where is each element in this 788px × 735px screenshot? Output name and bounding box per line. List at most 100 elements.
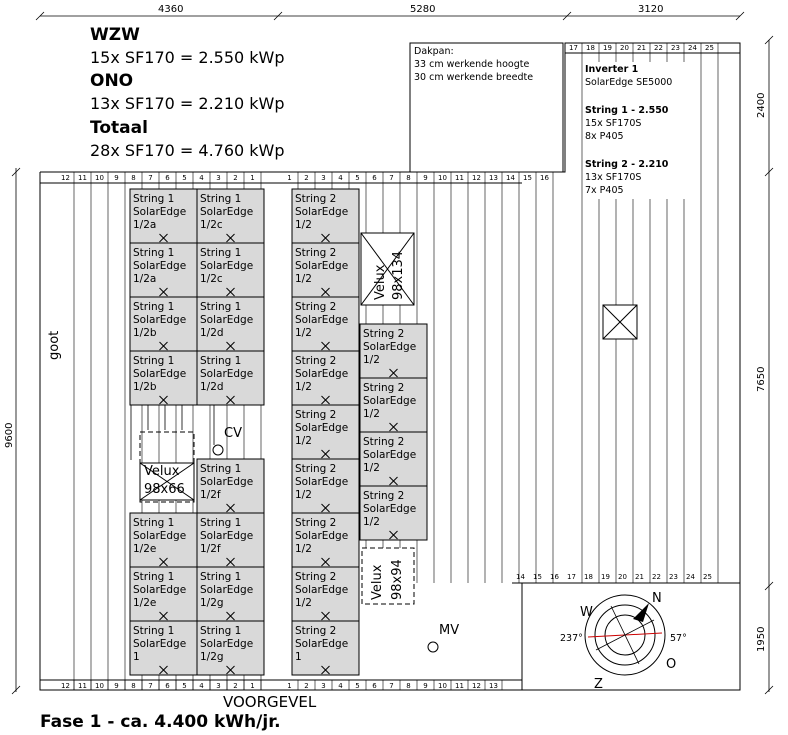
rafter-right-mid-number: 24: [686, 573, 695, 581]
rafter-left-number: 11: [78, 174, 87, 182]
panel-string1-text: SolarEdge: [200, 206, 253, 218]
panel-string1-text: SolarEdge: [200, 260, 253, 272]
panel-string2-text: String 2: [295, 517, 336, 529]
rafter-mid-number: 15: [523, 174, 532, 182]
panel-string2-text: SolarEdge: [295, 584, 348, 596]
rafter-left-bottom-number: 12: [61, 682, 70, 690]
rafter-mid-bottom-number: 5: [355, 682, 359, 690]
panel-string2-rect: [291, 296, 360, 352]
rafter-right-mid-number: 25: [703, 573, 712, 581]
rafter-left-number: 9: [114, 174, 118, 182]
panel-string1-text: 1/2c: [200, 219, 223, 231]
panel-string1-text: 1/2g: [200, 651, 224, 663]
panel-string1-text: String 1: [133, 193, 174, 205]
panel-string1-text: 1/2d: [200, 381, 224, 393]
rafter-mid-bottom-number: 6: [372, 682, 377, 690]
mv-label: MV: [439, 623, 459, 638]
dakpan-line1: 33 cm werkende hoogte: [414, 59, 529, 70]
rafter-mid-number: 9: [423, 174, 427, 182]
panel-string1-text: String 1: [200, 517, 241, 529]
panel-string2-optimizer: [321, 233, 330, 243]
rafter-mid-bottom-number: 4: [338, 682, 343, 690]
velux-bottom-size: 98x94: [390, 559, 405, 600]
total-title: Totaal: [90, 118, 148, 138]
panel-string2-optimizer: [389, 368, 398, 378]
panel-string2-rect: [291, 620, 360, 676]
panel-string2-optimizer: [321, 395, 330, 405]
panel-string1-optimizer: [226, 233, 235, 243]
panel-string1-text: String 1: [200, 247, 241, 259]
panel-string1-text: String 1: [200, 193, 241, 205]
rafter-mid-number: 5: [355, 174, 359, 182]
compass-angle-right: 57°: [670, 633, 687, 644]
panel-string2-text: 1/2: [295, 543, 312, 555]
rafter-mid-number: 14: [506, 174, 515, 182]
panel-string2-text: String 2: [295, 409, 336, 421]
rafter-left-number: 5: [182, 174, 186, 182]
panel-string2-text: SolarEdge: [363, 503, 416, 515]
rafter-mid-number: 2: [304, 174, 308, 182]
rafter-left-bottom-number: 4: [199, 682, 204, 690]
rafter-right-mid-number: 21: [635, 573, 644, 581]
rafter-right-number: 25: [705, 44, 714, 52]
panel-string1-text: SolarEdge: [200, 368, 253, 380]
panel-string1-rect: [129, 566, 198, 622]
panel-string2-text: String 2: [363, 490, 404, 502]
rafter-mid-bottom-number: 13: [489, 682, 498, 690]
rafter-left-bottom-number: 1: [250, 682, 254, 690]
rafter-right-mid-number: 17: [567, 573, 576, 581]
panel-string2-text: 1/2: [295, 327, 312, 339]
panel-string2-optimizer: [389, 530, 398, 540]
rafter-right-number: 24: [688, 44, 697, 52]
panel-string2-text: String 2: [295, 355, 336, 367]
panel-string1-optimizer: [159, 341, 168, 351]
rafter-left-bottom-number: 2: [233, 682, 237, 690]
rafter-right-mid-number: 19: [601, 573, 610, 581]
rafter-right-mid-number: 18: [584, 573, 593, 581]
rafter-right-mid-number: 22: [652, 573, 661, 581]
dim-top-2: 5280: [410, 4, 435, 15]
panel-string1-text: 1/2c: [200, 273, 223, 285]
panel-string1-text: SolarEdge: [133, 260, 186, 272]
panel-string2-optimizer: [389, 422, 398, 432]
velux-top-label: Velux: [373, 264, 388, 300]
panel-string1-text: String 1: [200, 355, 241, 367]
dim-right-3: 1950: [756, 627, 767, 652]
rafter-left-number: 4: [199, 174, 204, 182]
panel-string1-text: SolarEdge: [200, 314, 253, 326]
cv-pipe: [212, 444, 224, 456]
panel-string1-text: 1/2d: [200, 327, 224, 339]
compass-z: Z: [594, 677, 603, 692]
panel-string1-text: String 1: [200, 463, 241, 475]
string2-modules: 13x SF170S: [585, 172, 641, 183]
panel-string2-text: SolarEdge: [295, 368, 348, 380]
panel-string1-text: 1/2f: [200, 543, 221, 555]
rafter-right-mid-number: 15: [533, 573, 542, 581]
panel-string1-text: String 1: [200, 301, 241, 313]
panel-string1-text: SolarEdge: [200, 584, 253, 596]
panel-string1-rect: [129, 620, 198, 676]
dim-left: 9600: [4, 423, 15, 448]
panel-string2-text: 1/2: [363, 516, 380, 528]
ono-title: ONO: [90, 71, 133, 91]
panel-string2-optimizer: [321, 665, 330, 675]
panel-string2-text: 1/2: [295, 381, 312, 393]
rafter-right-number: 17: [569, 44, 578, 52]
panel-string2-text: SolarEdge: [363, 395, 416, 407]
rafter-left-bottom-number: 5: [182, 682, 186, 690]
dimension-lines: [11, 11, 774, 695]
velux-top: Velux 98x134: [360, 232, 415, 306]
panel-string2-text: String 2: [295, 625, 336, 637]
